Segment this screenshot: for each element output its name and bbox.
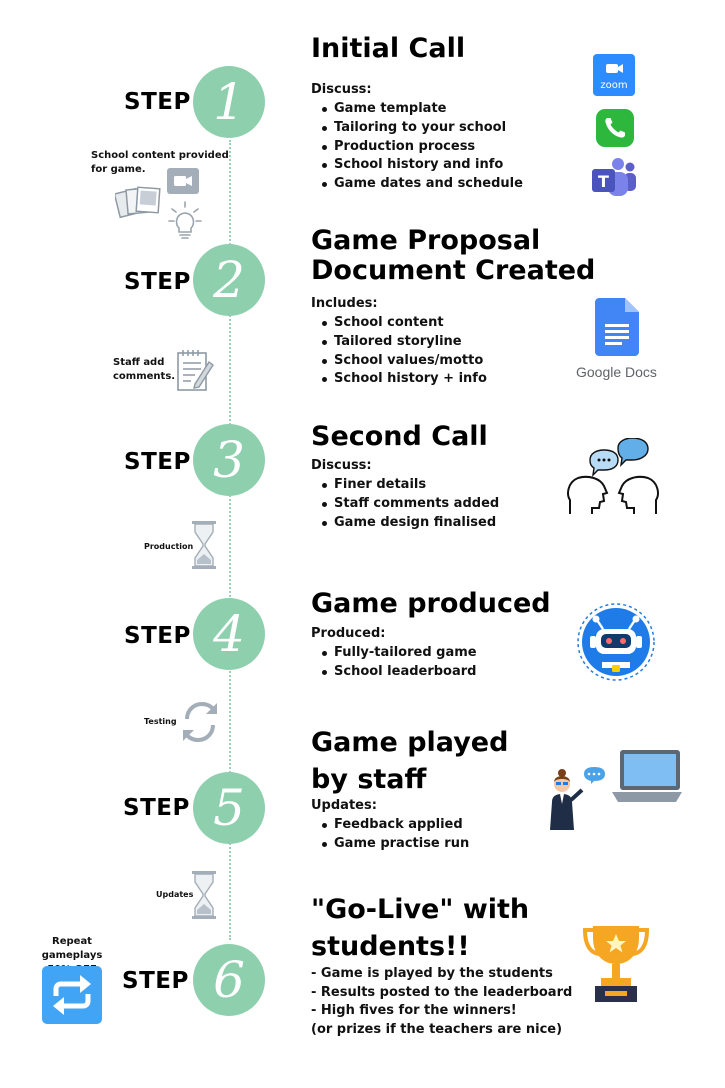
step-5-title: Game played by staff — [311, 727, 509, 795]
list-item: Tailored storyline — [312, 333, 487, 352]
list-item: - High fives for the winners! — [311, 1003, 517, 1019]
step-4-bullets: Fully-tailored game School leaderboard — [312, 644, 477, 682]
step-3-intro: Discuss: — [311, 458, 372, 473]
video-camera-icon — [166, 167, 200, 195]
step-1-circle: 1 — [193, 66, 265, 138]
list-item: School history and info — [312, 156, 523, 175]
step-3-bullets: Finer details Staff comments added Game … — [312, 476, 499, 532]
step-1-intro: Discuss: — [311, 82, 372, 97]
google-docs-label: Google Docs — [576, 364, 657, 380]
hourglass-icon — [191, 870, 217, 920]
list-item: (or prizes if the teachers are nice) — [311, 1021, 563, 1037]
teams-logo-icon: T — [591, 156, 637, 198]
list-item: Feedback applied — [312, 816, 469, 835]
step-6-circle: 6 — [193, 944, 265, 1016]
list-item: Production process — [312, 138, 523, 157]
list-item: Staff comments added — [312, 495, 499, 514]
step-3-circle: 3 — [193, 424, 265, 496]
step-1-label: STEP — [124, 89, 191, 115]
step-1-title: Initial Call — [311, 33, 466, 64]
list-item: Game template — [312, 100, 523, 119]
production-note: Production — [144, 542, 194, 551]
refresh-cycle-icon — [179, 699, 221, 745]
step-2-circle: 2 — [193, 244, 265, 316]
hourglass-icon — [191, 520, 217, 570]
list-item: School content — [312, 314, 487, 333]
list-item: Game dates and schedule — [312, 175, 523, 194]
step-6-lines: - Game is played by the students - Resul… — [311, 965, 572, 1039]
step-4-circle: 4 — [193, 598, 265, 670]
list-item: Tailoring to your school — [312, 119, 523, 138]
phone-call-icon — [596, 109, 634, 147]
list-item: School values/motto — [312, 352, 487, 371]
list-item: - Game is played by the students — [311, 966, 553, 981]
notepad-pencil-icon — [175, 348, 215, 392]
conversation-heads-icon — [566, 437, 660, 516]
zoom-logo-text: zoom — [600, 80, 627, 91]
list-item: Game practise run — [312, 835, 469, 854]
zoom-logo-icon: zoom — [593, 54, 635, 96]
photos-icon — [113, 183, 163, 221]
presenter-laptop-icon — [544, 748, 684, 832]
step-5-intro: Updates: — [311, 798, 377, 813]
updates-note: Updates — [156, 890, 194, 899]
step-2-intro: Includes: — [311, 296, 378, 311]
staff-comments-note: Staff add comments. — [113, 357, 176, 382]
list-item: Game design finalised — [312, 514, 499, 533]
step-6-title: "Go-Live" with students!! — [311, 894, 530, 962]
teams-logo-letter: T — [598, 172, 609, 191]
step-4-label: STEP — [124, 623, 191, 649]
step-4-intro: Produced: — [311, 626, 386, 641]
step-5-label: STEP — [123, 795, 190, 821]
step-4-title: Game produced — [311, 588, 551, 619]
trophy-icon — [582, 924, 650, 1004]
lightbulb-icon — [168, 200, 202, 240]
timeline-dotted-line — [229, 140, 231, 940]
testing-note: Testing — [144, 717, 177, 726]
step-2-title: Game Proposal Document Created — [311, 225, 596, 286]
list-item: School history + info — [312, 370, 487, 389]
step-6-label: STEP — [122, 968, 189, 994]
repeat-icon[interactable] — [42, 966, 102, 1024]
bot-logo-icon — [576, 602, 656, 682]
step-2-label: STEP — [124, 269, 191, 295]
list-item: Finer details — [312, 476, 499, 495]
school-content-note: School content provided for game. — [91, 150, 229, 175]
list-item: - Results posted to the leaderboard — [311, 984, 573, 1000]
google-docs-logo-icon — [595, 298, 639, 356]
step-2-bullets: School content Tailored storyline School… — [312, 314, 487, 389]
step-1-bullets: Game template Tailoring to your school P… — [312, 100, 523, 194]
step-3-title: Second Call — [311, 421, 488, 452]
step-5-bullets: Feedback applied Game practise run — [312, 816, 469, 854]
step-5-circle: 5 — [193, 772, 265, 844]
list-item: Fully-tailored game — [312, 644, 477, 663]
step-3-label: STEP — [124, 449, 191, 475]
list-item: School leaderboard — [312, 663, 477, 682]
